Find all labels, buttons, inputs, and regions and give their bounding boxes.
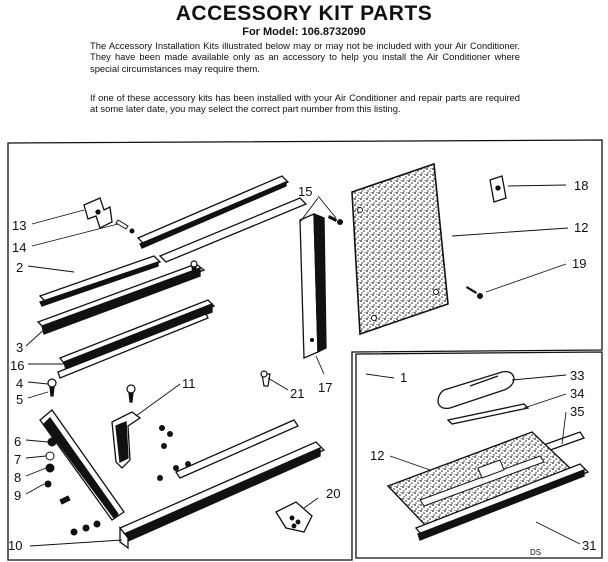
post-part-17 <box>299 213 327 359</box>
callout-7: 7 <box>14 452 21 467</box>
brace-part-6 <box>39 409 125 521</box>
washers-part-7-8-9 <box>44 437 101 536</box>
callout-31: 31 <box>582 538 596 553</box>
screw-part-14 <box>115 219 135 234</box>
callout-18: 18 <box>574 178 588 193</box>
panel-part-12 <box>351 162 449 336</box>
callout-6: 6 <box>14 434 21 449</box>
callout-14: 14 <box>12 240 26 255</box>
model-number: For Model: 106.8732090 <box>242 26 366 38</box>
rail-part-2 <box>38 175 308 307</box>
callout-1: 1 <box>400 370 407 385</box>
intro-paragraph-1: The Accessory Installation Kits illustra… <box>90 40 520 74</box>
callout-12-sub: 12 <box>370 448 384 463</box>
callout-33: 33 <box>570 368 584 383</box>
clip-part-18 <box>489 175 507 203</box>
base-part-10 <box>118 419 326 550</box>
callout-20: 20 <box>326 486 340 501</box>
block-part-20 <box>275 501 313 533</box>
panel-part-12-sub <box>386 431 574 529</box>
page-title: ACCESSORY KIT PARTS <box>175 2 433 25</box>
callout-19: 19 <box>572 256 586 271</box>
main-kit-border <box>7 139 603 561</box>
strip-part-34 <box>446 403 530 425</box>
bracket-part-13 <box>83 197 113 229</box>
callout-15: 15 <box>298 184 312 199</box>
callout-16: 16 <box>10 358 24 373</box>
gasket-part-33 <box>437 370 515 410</box>
callout-3: 3 <box>16 340 23 355</box>
screw-part-15 <box>328 215 343 225</box>
hardware-part-11-nuts <box>157 425 191 481</box>
callout-8: 8 <box>14 470 21 485</box>
callout-5: 5 <box>16 392 23 407</box>
callout-9: 9 <box>14 488 21 503</box>
intro-paragraph-2: If one of these accessory kits has been … <box>90 92 520 115</box>
callout-12-panel: 12 <box>574 220 588 235</box>
callout-4: 4 <box>16 376 23 391</box>
bracket-part-11 <box>111 411 142 469</box>
callout-2: 2 <box>16 260 23 275</box>
screw-part-19 <box>466 286 483 299</box>
callout-10: 10 <box>8 538 22 553</box>
callout-34: 34 <box>570 386 584 401</box>
screw-part-4 <box>47 260 271 403</box>
callout-17: 17 <box>318 380 332 395</box>
channel-part-3 <box>36 263 216 379</box>
screw-part-21 <box>260 370 268 378</box>
callout-13: 13 <box>12 218 26 233</box>
leader-lines <box>25 184 581 547</box>
callout-11: 11 <box>182 376 196 391</box>
callout-35: 35 <box>570 404 584 419</box>
frame-part-31 <box>414 463 590 541</box>
callout-21: 21 <box>290 386 304 401</box>
footer-code: DS <box>530 548 541 557</box>
sub-kit-border <box>355 351 603 559</box>
